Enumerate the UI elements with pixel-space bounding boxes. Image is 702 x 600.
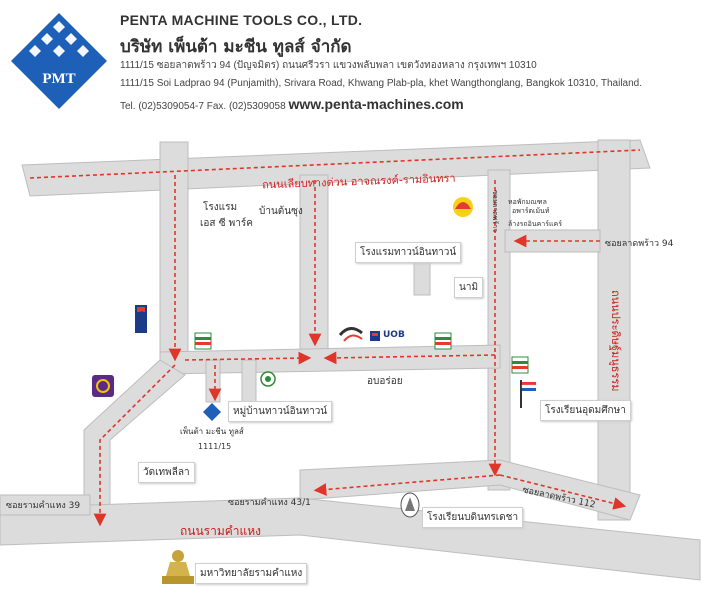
company-logo: PMT — [11, 13, 107, 109]
label-penta-number: 1111/15 — [198, 442, 232, 451]
uob-marker-1 — [135, 305, 147, 333]
label-village-town-in-town: หมู่บ้านทาวน์อินทาวน์ — [228, 401, 333, 422]
road-soi-ram-39 — [0, 494, 91, 516]
road-label-soi-ram-43-1: ซอยรามคำแหง 43/1 — [228, 498, 311, 508]
label-hotel-es-park-2: เอส ซี พาร์ค — [200, 218, 253, 229]
road-village-stub-1 — [205, 359, 221, 403]
seven-eleven-logo-2 — [434, 332, 452, 350]
label-hotel-town-in-town: โรงแรมทาวน์อินทาวน์ — [355, 242, 462, 263]
road-label-soi-ram-39: ซอยรามคำแหง 39 — [6, 501, 81, 511]
road-village-stub-2 — [241, 359, 257, 403]
contact-line: Tel. (02)5309054-7 Fax. (02)5309058 www.… — [120, 96, 464, 112]
penta-location-icon — [203, 403, 221, 421]
seven-eleven-logo-3 — [511, 356, 529, 374]
label-wat-thep-lila: วัดเทพลีลา — [138, 462, 195, 483]
road-left-vertical — [159, 141, 189, 373]
label-condo-1: หอพักมณฑล — [508, 198, 547, 206]
company-name-th: บริษัท เพ็นต้า มะชีน ทูลส์ จำกัด — [120, 37, 352, 57]
address-en: 1111/15 Soi Ladprao 94 (Punjamith), Sriv… — [120, 78, 643, 89]
road-middle-vertical — [299, 174, 329, 361]
bodindecha-emblem-icon — [400, 492, 420, 518]
label-ramkhamhaeng-university: มหาวิทยาลัยรามคำแหง — [195, 563, 308, 584]
seven-eleven-logo-1 — [194, 332, 212, 350]
ptt-icon — [338, 327, 363, 342]
label-nami: นามิ — [454, 277, 484, 298]
uob-label-2: UOB — [383, 330, 405, 340]
label-ban-ton-son: บ้านต้นซุง — [259, 206, 303, 217]
kasikorn-icon — [260, 371, 276, 387]
route-lines — [29, 149, 641, 527]
logo-text: PMT — [42, 71, 75, 87]
road-ramkhamhaeng — [0, 497, 701, 581]
logo-diamond — [11, 13, 107, 109]
road-label-pradit: ถนนประดิษฐ์มนูธรรม — [609, 290, 622, 392]
ramkhamhaeng-statue-icon — [162, 550, 194, 584]
label-school-bodindecha: โรงเรียนบดินทรเดชา — [422, 507, 524, 528]
road-label-soi-small: ซอยลาดพร้าว — [491, 190, 499, 233]
shell-logo — [453, 197, 473, 217]
road-label-ramkhamhaeng: ถนนรามคำแหง — [180, 524, 262, 538]
road-label-soi-94: ซอยลาดพร้าว 94 — [605, 239, 674, 249]
label-ob-aroi: อบอร่อย — [367, 376, 403, 387]
scb-bank-icon — [92, 375, 114, 397]
label-school-udom-suksa: โรงเรียนอุดมศึกษา — [540, 400, 631, 421]
label-car-wash: ล้างรถอินคาร์แคร์ — [508, 220, 562, 228]
address-th: 1111/15 ซอยลาดพร้าว 94 (ปัญจมิตร) ถนนศรี… — [120, 60, 537, 71]
uob-label-1: UOB — [137, 311, 144, 326]
road-network — [0, 139, 701, 581]
label-hotel-es-park-1: โรงแรม — [203, 202, 238, 213]
school-flag-icon — [520, 380, 537, 408]
website-link[interactable]: www.penta-machines.com — [288, 96, 464, 112]
company-name-en: PENTA MACHINE TOOLS CO., LTD. — [120, 12, 363, 28]
label-condo-2: อพาร์ตเม้นท์ — [512, 207, 550, 215]
label-penta-name: เพ็นต้า มะชีน ทูลส์ — [180, 427, 244, 436]
contact-phone-fax: Tel. (02)5309054-7 Fax. (02)5309058 — [120, 101, 286, 112]
uob-marker-2 — [370, 331, 380, 341]
